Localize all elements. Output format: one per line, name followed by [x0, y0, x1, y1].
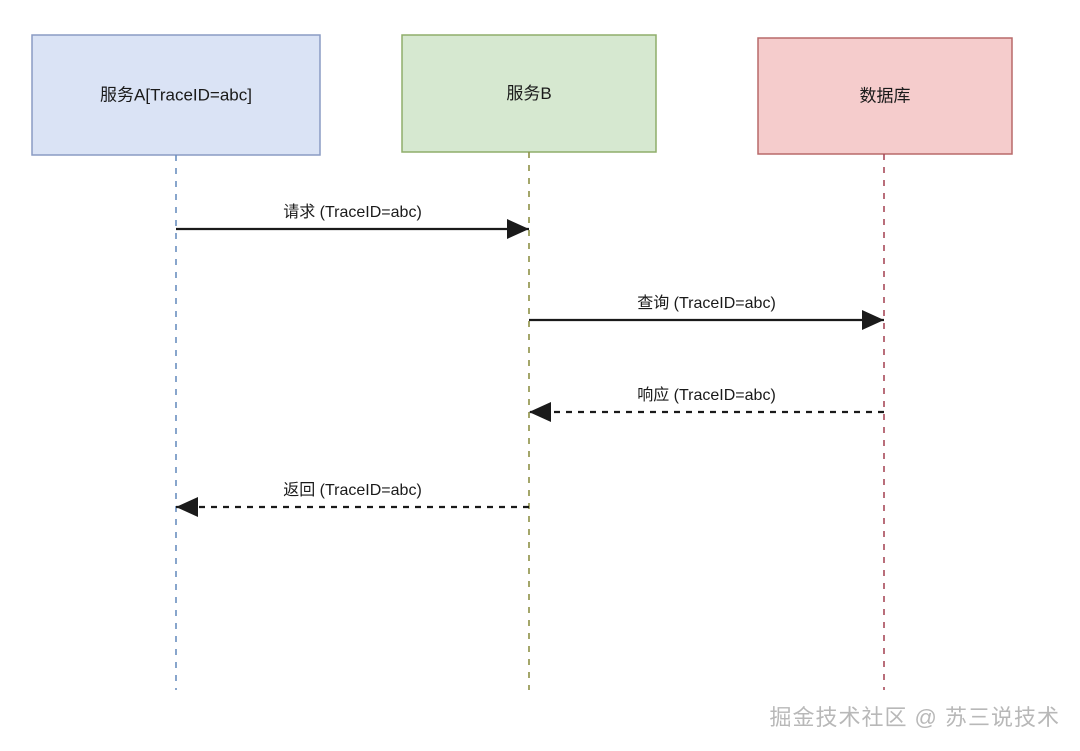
messages: 请求 (TraceID=abc) 查询 (TraceID=abc) 响应 (Trac…	[176, 203, 884, 518]
message-msg-request[interactable]: 请求 (TraceID=abc)	[176, 203, 529, 240]
lifelines	[175, 152, 885, 690]
message-label-msg-request: 请求 (TraceID=abc)	[283, 203, 422, 221]
participant-label-service-a: 服务A[TraceID=abc]	[100, 85, 252, 104]
participant-service-b[interactable]: 服务B	[401, 34, 657, 153]
message-label-msg-return: 返回 (TraceID=abc)	[283, 481, 422, 499]
message-msg-response[interactable]: 响应 (TraceID=abc)	[529, 385, 884, 423]
message-msg-query[interactable]: 查询 (TraceID=abc)	[529, 294, 884, 331]
participant-label-service-b: 服务B	[506, 84, 551, 103]
participant-service-a[interactable]: 服务A[TraceID=abc]	[31, 34, 321, 156]
participant-box-service-b[interactable]	[401, 34, 657, 153]
watermark-text: 掘金技术社区 @ 苏三说技术	[769, 705, 1060, 730]
participant-label-database: 数据库	[860, 86, 911, 105]
message-label-msg-query: 查询 (TraceID=abc)	[637, 294, 776, 312]
message-label-msg-response: 响应 (TraceID=abc)	[637, 385, 776, 404]
participant-boxes: 服务A[TraceID=abc] 服务B 数据库	[31, 34, 1013, 156]
participant-box-service-a[interactable]	[31, 34, 321, 156]
participant-box-database[interactable]	[757, 37, 1013, 155]
message-msg-return[interactable]: 返回 (TraceID=abc)	[176, 481, 529, 518]
participant-database[interactable]: 数据库	[757, 37, 1013, 155]
